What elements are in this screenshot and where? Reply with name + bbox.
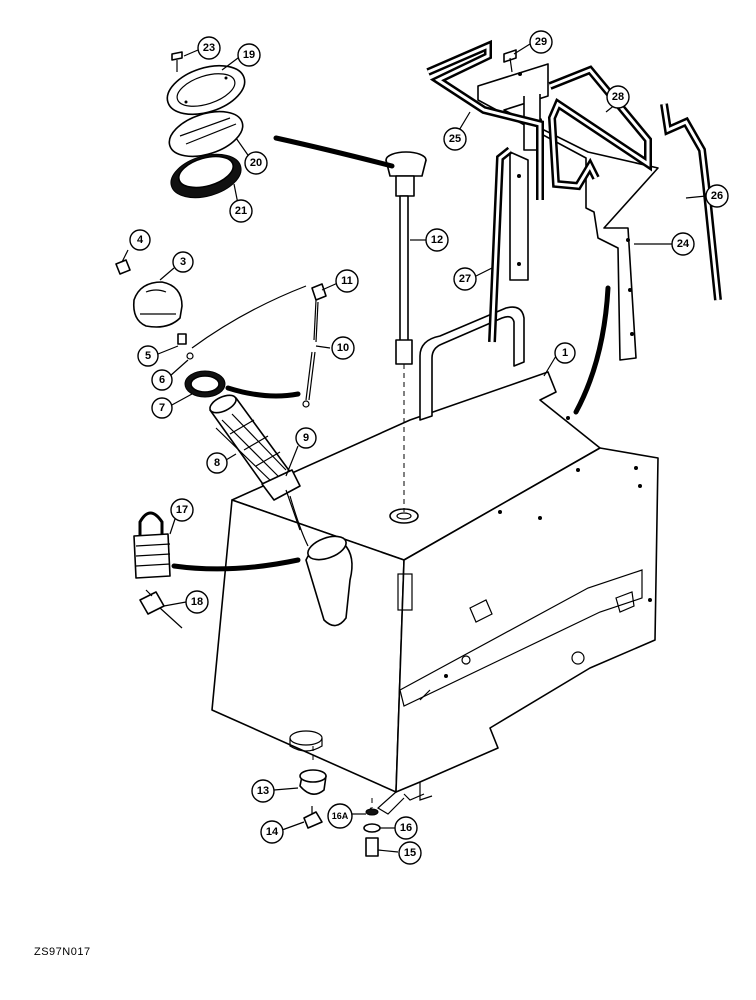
svg-text:25: 25 [449,133,461,145]
callout-29: 29 [529,30,553,54]
callout-12: 12 [425,228,449,252]
svg-text:16: 16 [400,822,412,834]
padlock [133,511,171,579]
callout-25: 25 [443,127,467,151]
callout-13: 13 [251,779,275,803]
svg-text:12: 12 [431,234,443,246]
callout-7: 7 [151,397,173,419]
svg-text:20: 20 [250,157,262,169]
callout-21: 21 [229,199,253,223]
svg-text:21: 21 [235,205,247,217]
callout-14: 14 [260,820,284,844]
svg-text:24: 24 [677,238,690,250]
svg-text:1: 1 [562,347,568,359]
filler-neck-group [184,370,301,531]
svg-text:3: 3 [180,256,186,268]
callout-9: 9 [295,427,317,449]
callout-23: 23 [197,36,221,60]
svg-text:15: 15 [404,847,416,859]
seal-strips [426,39,722,343]
callout-3: 3 [172,251,194,273]
svg-text:7: 7 [159,402,165,414]
svg-text:16A: 16A [332,811,349,821]
svg-text:5: 5 [145,350,151,362]
svg-text:8: 8 [214,457,220,469]
fuel-sender [385,151,427,512]
callout-6: 6 [151,369,173,391]
callout-17: 17 [170,498,194,522]
svg-text:13: 13 [257,785,269,797]
svg-text:26: 26 [711,190,723,202]
callout-18: 18 [185,590,209,614]
svg-text:4: 4 [137,234,144,246]
callout-26: 26 [705,184,729,208]
connector-arrows [171,135,611,572]
callout-11: 11 [335,269,359,293]
svg-text:23: 23 [203,42,215,54]
callout-16a: 16A [327,803,353,829]
svg-text:10: 10 [337,342,349,354]
svg-text:19: 19 [243,49,255,61]
callout-10: 10 [331,336,355,360]
svg-text:29: 29 [535,36,547,48]
figure-code: ZS97N017 [34,946,91,958]
svg-text:14: 14 [266,826,279,838]
svg-text:9: 9 [303,432,309,444]
svg-text:17: 17 [176,504,188,516]
callout-1: 1 [554,342,576,364]
callout-5: 5 [137,345,159,367]
callout-27: 27 [453,267,477,291]
svg-text:11: 11 [341,275,353,287]
svg-text:27: 27 [459,273,471,285]
callout-4: 4 [129,229,151,251]
drain-plug-group [299,746,381,857]
callout-24: 24 [671,232,695,256]
key [139,589,183,629]
callout-8: 8 [206,452,228,474]
chain-group [225,283,327,408]
callout-15: 15 [398,841,422,865]
svg-text:6: 6 [159,374,165,386]
screw-29 [503,49,517,73]
callout-19: 19 [237,43,261,67]
svg-text:28: 28 [612,91,624,103]
callout-20: 20 [244,151,268,175]
fuel-tank [211,306,659,815]
callout-28: 28 [606,85,630,109]
svg-text:18: 18 [191,596,203,608]
filler-cap-group [115,259,307,360]
callout-16: 16 [394,816,418,840]
sender-cover-group [166,51,246,199]
